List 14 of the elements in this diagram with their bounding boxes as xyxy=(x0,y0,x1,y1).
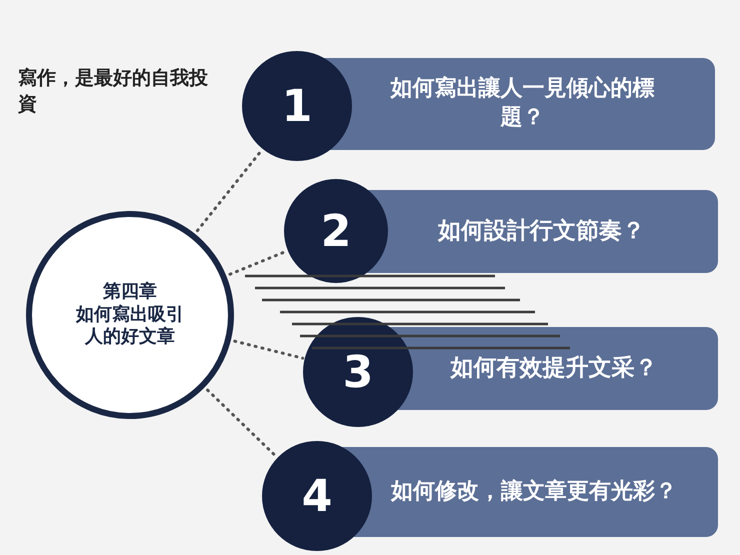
topic-text: 如何設計行文節奏？ xyxy=(436,216,646,246)
number-circle: 4 xyxy=(262,441,372,551)
topic-text: 如何修改，讓文章更有光彩？ xyxy=(390,478,678,506)
topic-text: 如何寫出讓人一見傾心的標題？ xyxy=(389,75,656,132)
chapter-heading: 第四章 xyxy=(103,281,157,304)
topic-text: 如何有效提升文采？ xyxy=(449,354,658,383)
chapter-title: 如何寫出吸引人的好文章 xyxy=(74,304,185,349)
dotted-connector xyxy=(196,149,263,232)
number-circle: 1 xyxy=(242,51,352,161)
title: 寫作，是最好的自我投資 xyxy=(18,66,209,117)
number-circle: 2 xyxy=(284,179,388,283)
dotted-connector xyxy=(206,388,278,458)
dotted-connector xyxy=(228,250,288,276)
dotted-connector xyxy=(233,340,304,360)
